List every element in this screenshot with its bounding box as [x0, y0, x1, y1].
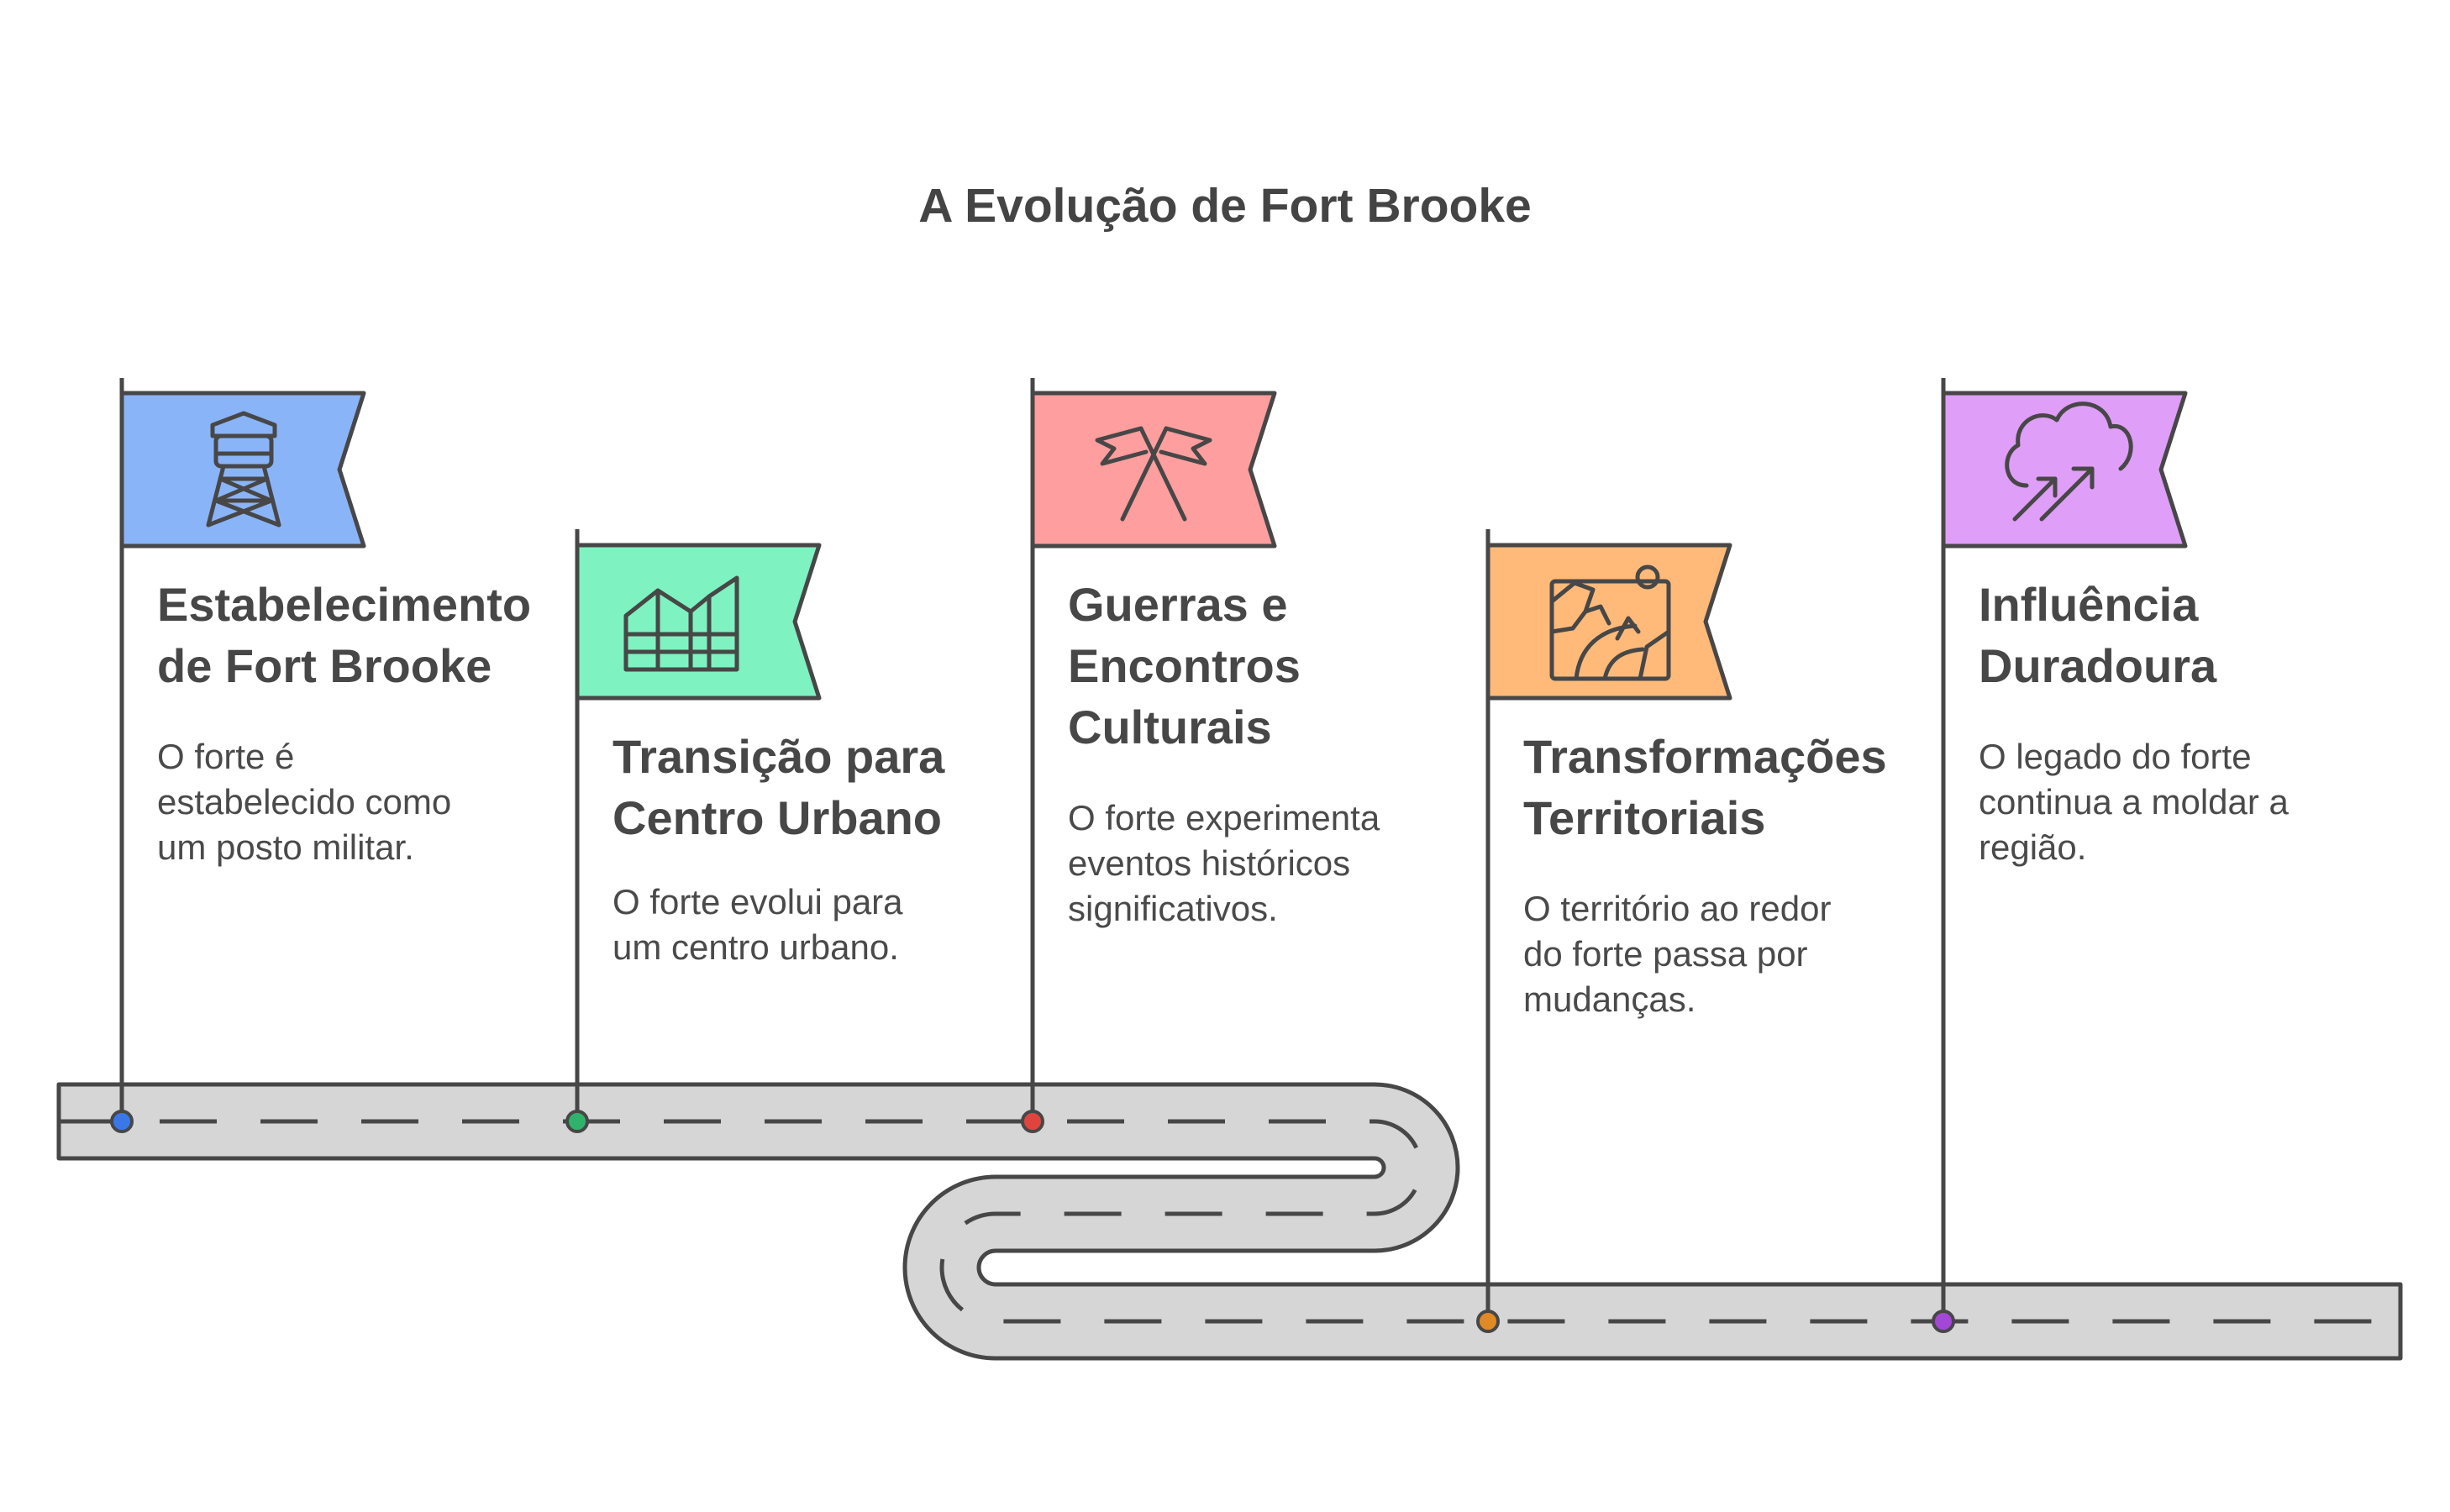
- milestone-3-description: O forte experimenta eventos históricos s…: [1068, 798, 1380, 928]
- milestone-4-heading: Transformações Territoriais: [1523, 730, 1887, 844]
- milestone-dot: [1932, 1310, 1955, 1333]
- milestone-dot: [1476, 1310, 1500, 1333]
- milestone-dot: [565, 1110, 589, 1133]
- milestone-3: [1021, 378, 1277, 1133]
- watchtower-icon: [206, 411, 281, 528]
- milestone-2-description: O forte evolui para um centro urbano.: [612, 882, 903, 967]
- milestone-dot: [1021, 1110, 1044, 1133]
- city-grid-chart-icon: [623, 575, 739, 672]
- milestone-4: [1476, 529, 1732, 1333]
- milestone-3-heading: Guerras e Encontros Culturais: [1068, 578, 1301, 753]
- milestone-2-heading: Transição para Centro Urbano: [612, 730, 945, 844]
- milestone-2: [565, 529, 822, 1133]
- milestone-4-description: O território ao redor do forte passa por…: [1523, 889, 1832, 1019]
- milestone-1: [110, 378, 366, 1133]
- road-center-dash: [59, 1119, 2400, 1324]
- road: [56, 1082, 2403, 1361]
- flag-banner: [1030, 391, 1277, 549]
- milestone-5: [1932, 378, 2188, 1333]
- diagram-title: A Evolução de Fort Brooke: [918, 179, 1532, 233]
- milestone-1-heading: Estabelecimento de Fort Brooke: [157, 578, 532, 692]
- landscape-icon: [1549, 564, 1671, 681]
- flag-banner: [575, 543, 822, 701]
- milestone-5-description: O legado do forte continua a moldar a re…: [1979, 737, 2289, 867]
- milestone-dot: [110, 1110, 134, 1133]
- flag-banner: [119, 391, 366, 549]
- flag-banner: [1941, 391, 2188, 549]
- cloud-arrows-icon: [2005, 402, 2133, 522]
- milestone-5-heading: Influência Duradoura: [1979, 578, 2217, 692]
- crossed-flags-icon: [1095, 426, 1212, 522]
- milestone-1-description: O forte é estabelecido como um posto mil…: [157, 737, 452, 867]
- road-surface: [56, 1082, 2403, 1361]
